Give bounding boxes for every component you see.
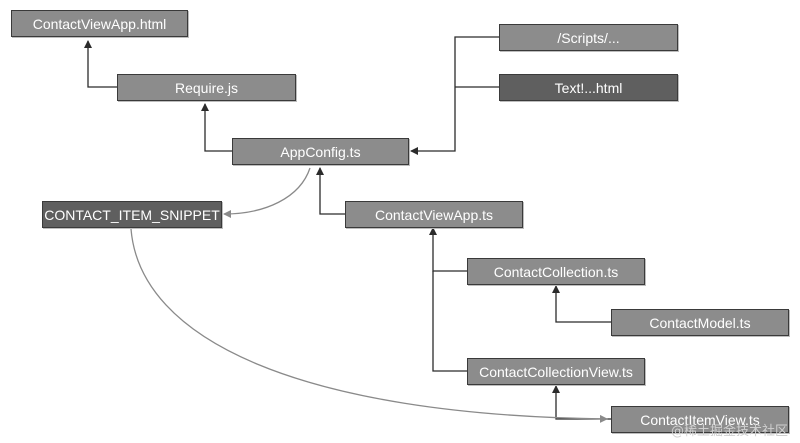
connector-appconfig-to-require — [201, 103, 232, 152]
connector-itemview-to-collectionview — [552, 385, 611, 420]
node-text-html: Text!...html — [499, 74, 678, 101]
node-app-config-ts: AppConfig.ts — [232, 138, 409, 165]
node-contact-view-app-html: ContactViewApp.html — [11, 10, 188, 37]
node-contact-collection-view-ts: ContactCollectionView.ts — [467, 358, 645, 385]
watermark-text: @稀土掘金技术社区 — [670, 424, 788, 439]
node-contact-collection-ts: ContactCollection.ts — [467, 258, 645, 285]
connector-collectionview-to-branch — [432, 271, 467, 372]
node-contact-item-snippet: CONTACT_ITEM_SNIPPET — [42, 201, 222, 228]
node-contact-model-ts: ContactModel.ts — [611, 309, 789, 336]
node-contact-view-app-ts: ContactViewApp.ts — [345, 201, 523, 228]
connector-appconfig-to-snippet — [223, 167, 311, 218]
connector-viewapp-to-appconfig — [316, 167, 345, 215]
node-contact-item-view-ts: ContactItemView.ts — [611, 406, 789, 433]
connector-model-to-collection — [552, 285, 611, 323]
node-require-js: Require.js — [117, 74, 296, 101]
node-scripts: /Scripts/... — [499, 24, 678, 51]
connector-collection-to-viewapp — [429, 227, 467, 272]
connector-require-to-html — [84, 40, 117, 88]
connector-snippet-to-itemview — [130, 228, 608, 423]
connector-scripts-to-appconfig — [410, 36, 499, 155]
